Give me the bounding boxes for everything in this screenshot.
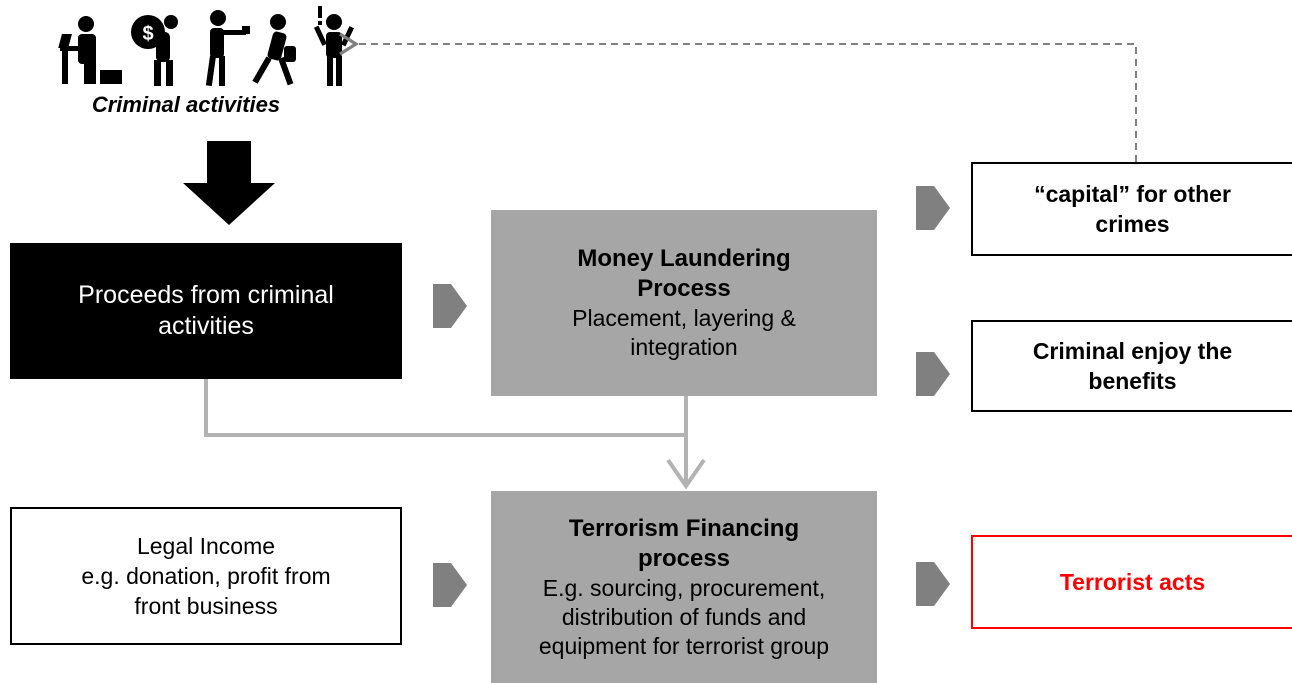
enjoy-line1: Criminal enjoy the bbox=[1032, 338, 1233, 364]
arrow-legal-to-tf-icon bbox=[433, 563, 467, 607]
arrow-tf-to-acts-icon bbox=[916, 562, 950, 606]
capital-line1: “capital” for other bbox=[1034, 181, 1231, 207]
enjoy-line2: benefits bbox=[1088, 368, 1177, 394]
terrorist-acts-box: Terrorist acts bbox=[971, 535, 1292, 629]
terrorist-acts-label: Terrorist acts bbox=[1059, 569, 1206, 595]
ml-desc-line2: integration bbox=[630, 334, 738, 360]
tf-arrowhead-icon bbox=[666, 458, 706, 490]
arrow-proceeds-to-ml-icon bbox=[433, 284, 467, 328]
down-arrow-icon bbox=[183, 141, 275, 225]
proceeds-line1: Proceeds from criminal bbox=[78, 281, 334, 309]
proceeds-line2: activities bbox=[158, 312, 254, 340]
ml-title-line1: Money Laundering bbox=[577, 245, 791, 272]
ml-desc-line1: Placement, layering & bbox=[572, 305, 796, 331]
ml-title-line2: Process bbox=[637, 275, 731, 302]
legal-line2: e.g. donation, profit from bbox=[81, 563, 331, 589]
terrorism-financing-box: Terrorism Financing process E.g. sourcin… bbox=[491, 491, 877, 683]
tf-title-line2: process bbox=[637, 544, 731, 572]
tf-desc-line2: distribution of funds and bbox=[561, 603, 807, 630]
tf-desc-line3: equipment for terrorist group bbox=[538, 632, 830, 659]
capital-box: “capital” for other crimes bbox=[971, 162, 1292, 256]
legal-line1: Legal Income bbox=[136, 533, 276, 559]
criminal-activities-icons: $ bbox=[58, 6, 354, 87]
money-laundering-box: Money Laundering Process Placement, laye… bbox=[491, 210, 877, 396]
running-thief-icon bbox=[252, 14, 296, 86]
feedback-dashed-arrow bbox=[339, 32, 1137, 162]
legal-line3: front business bbox=[134, 593, 278, 619]
tf-title-line1: Terrorism Financing bbox=[568, 514, 800, 542]
legal-income-box: Legal Income e.g. donation, profit from … bbox=[10, 507, 402, 645]
robber-gun-icon bbox=[205, 10, 250, 87]
proceeds-to-tf-connector bbox=[204, 379, 686, 437]
svg-text:$: $ bbox=[142, 23, 153, 45]
enjoy-benefits-box: Criminal enjoy the benefits bbox=[971, 320, 1292, 412]
arrow-ml-to-enjoy-icon bbox=[916, 352, 950, 396]
tf-desc-line1: E.g. sourcing, procurement, bbox=[542, 574, 826, 601]
hacker-icon bbox=[58, 16, 122, 84]
capital-line2: crimes bbox=[1095, 211, 1170, 237]
criminal-activities-caption: Criminal activities bbox=[91, 92, 281, 117]
arrow-ml-to-capital-icon bbox=[916, 186, 950, 230]
thief-money-bag-icon: $ bbox=[131, 15, 178, 86]
proceeds-box: Proceeds from criminal activities bbox=[10, 243, 402, 379]
